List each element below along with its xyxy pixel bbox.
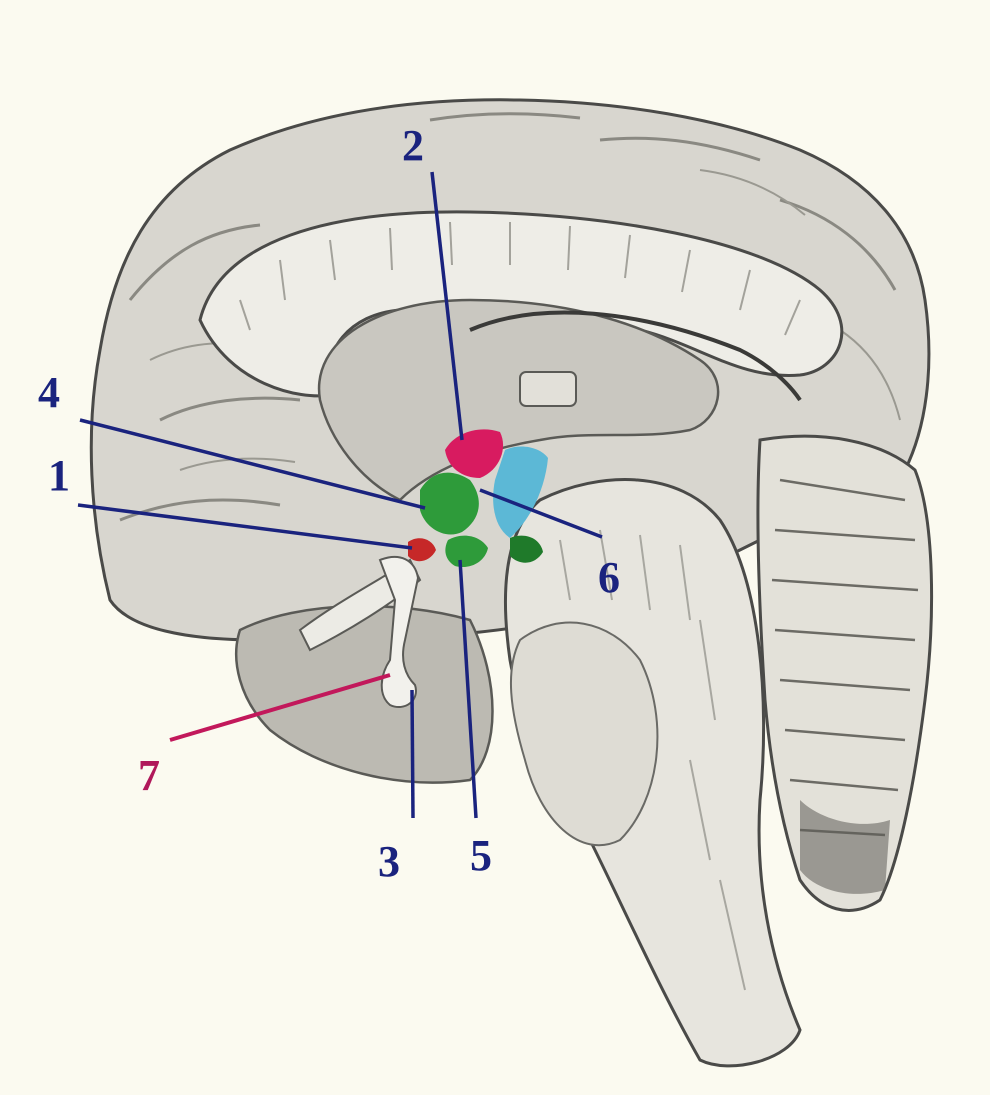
label-6: 6 [598,553,620,602]
label-1: 1 [48,451,70,500]
leader-line-3 [412,690,413,818]
label-5: 5 [470,831,492,880]
temporal-lobe [236,606,492,782]
label-7: 7 [138,751,160,800]
label-4: 4 [38,368,60,417]
brainstem [505,480,800,1066]
cerebellum [758,436,932,910]
label-3: 3 [378,837,400,886]
label-2: 2 [402,121,424,170]
